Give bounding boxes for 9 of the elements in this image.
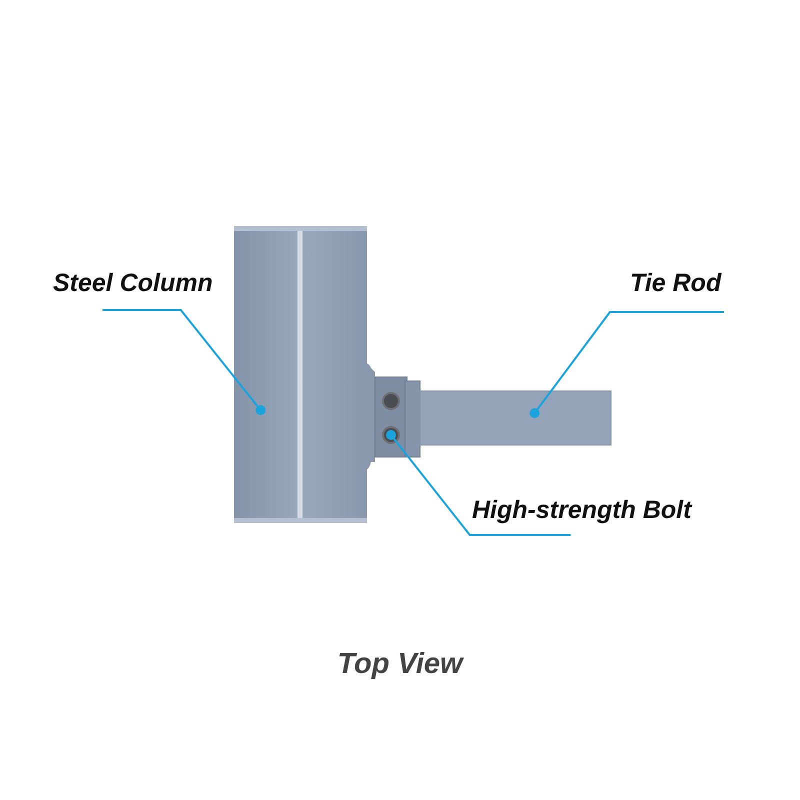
- caption: Top View: [337, 648, 463, 681]
- leader-line: [102, 309, 266, 416]
- leader-line: [530, 311, 724, 418]
- part-label: Steel Column: [53, 268, 213, 298]
- leader-line: [386, 430, 571, 536]
- tie-rod: [420, 390, 612, 446]
- part-label: Tie Rod: [630, 268, 722, 298]
- part-label: High-strength Bolt: [472, 495, 692, 525]
- steel-column: [234, 226, 367, 523]
